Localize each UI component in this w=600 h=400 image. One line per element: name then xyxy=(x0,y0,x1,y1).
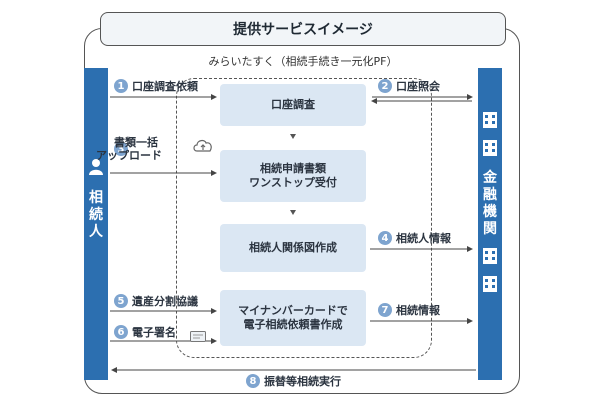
step-number: 7 xyxy=(378,303,392,317)
step-number: 6 xyxy=(114,325,128,339)
step-number: 4 xyxy=(378,231,392,245)
diagram-title: 提供サービスイメージ xyxy=(100,12,506,46)
step-3-label: 3 書類一括アップロード xyxy=(96,136,162,162)
step-number: 5 xyxy=(114,294,128,308)
actor-bank: 金融機関 xyxy=(478,68,502,380)
actor-bank-label: 金融機関 xyxy=(483,170,497,237)
process-account-survey: 口座調査 xyxy=(220,84,366,126)
step-number: 1 xyxy=(114,79,128,93)
flow-arrow xyxy=(290,134,296,139)
person-icon xyxy=(89,159,103,175)
process-electronic-request: マイナンバーカードで電子相続依頼書作成 xyxy=(220,290,366,346)
flow-arrow xyxy=(290,210,296,215)
building-icon xyxy=(483,112,497,128)
building-icon xyxy=(483,276,497,292)
step-number: 3 xyxy=(114,142,128,156)
actor-heir: 相続人 xyxy=(84,68,108,380)
cloud-upload-icon xyxy=(193,139,212,152)
step-number: 2 xyxy=(378,79,392,93)
actor-heir-label: 相続人 xyxy=(89,190,103,240)
building-icon xyxy=(483,248,497,264)
process-relationship-chart: 相続人関係図作成 xyxy=(220,224,366,272)
process-onestop-intake: 相続申請書類ワンストップ受付 xyxy=(220,150,366,202)
step-number: 8 xyxy=(246,374,260,388)
building-icon xyxy=(483,140,497,156)
platform-label: みらいたすく（相続手続き一元化PF） xyxy=(208,55,398,68)
card-icon xyxy=(190,331,206,342)
platform-boundary xyxy=(176,78,432,358)
